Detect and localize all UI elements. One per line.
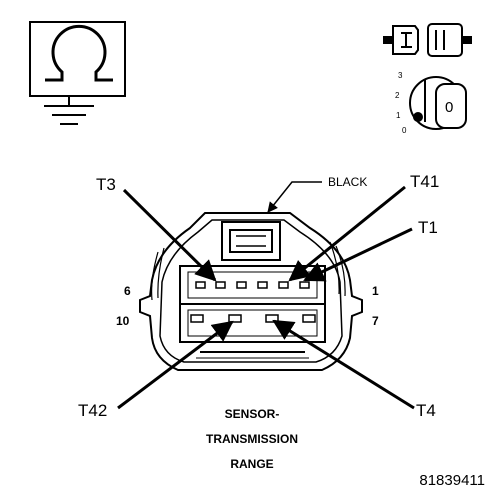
- figure-number: 81839411: [419, 472, 485, 489]
- terminal-label-t4: T4: [416, 401, 436, 420]
- ignition-position-3: 3: [398, 71, 403, 80]
- cavity-label-7: 7: [372, 314, 379, 328]
- terminal-label-t1: T1: [418, 218, 438, 237]
- cavity-4: [236, 281, 247, 289]
- ignition-position-1: 1: [396, 111, 401, 120]
- cavity-5: [215, 281, 226, 289]
- cavity-label-10: 10: [116, 314, 130, 328]
- terminal-label-t42: T42: [78, 401, 107, 420]
- terminal-leaders: [117, 185, 415, 410]
- cavity-label-6: 6: [124, 284, 131, 298]
- leader-t3: [122, 188, 217, 282]
- ignition-position-2: 2: [395, 91, 400, 100]
- terminal-label-t3: T3: [96, 175, 116, 194]
- ignition-switch-icon: 0 3 2 1 0: [395, 71, 467, 135]
- color-callout: BLACK: [267, 175, 367, 213]
- cavity-7: [302, 314, 316, 323]
- leader-t4: [272, 319, 415, 410]
- ignition-key-label: 0: [445, 99, 453, 116]
- disconnect-connector-icon: [383, 23, 472, 57]
- ignition-position-0: 0: [402, 126, 407, 135]
- cavity-8: [265, 314, 279, 323]
- color-label: BLACK: [328, 175, 367, 189]
- cavity-10: [190, 314, 204, 323]
- component-caption: SENSOR- TRANSMISSION RANGE: [206, 407, 298, 471]
- caption-line-3: RANGE: [230, 457, 273, 471]
- connector-body: [139, 212, 363, 371]
- cavity-6: [195, 281, 206, 289]
- cavity-3: [257, 281, 268, 289]
- terminal-label-t41: T41: [410, 172, 439, 191]
- cavity-1: [299, 281, 310, 289]
- leader-t42: [117, 320, 234, 410]
- leader-t1: [303, 227, 413, 282]
- caption-line-2: TRANSMISSION: [206, 432, 298, 446]
- cavity-2: [278, 281, 289, 289]
- caption-line-1: SENSOR-: [225, 407, 280, 421]
- cavity-label-1: 1: [372, 284, 379, 298]
- ohmmeter-ground-icon: [29, 21, 126, 125]
- cavity-9: [228, 314, 242, 323]
- connector-cavities: [190, 281, 316, 323]
